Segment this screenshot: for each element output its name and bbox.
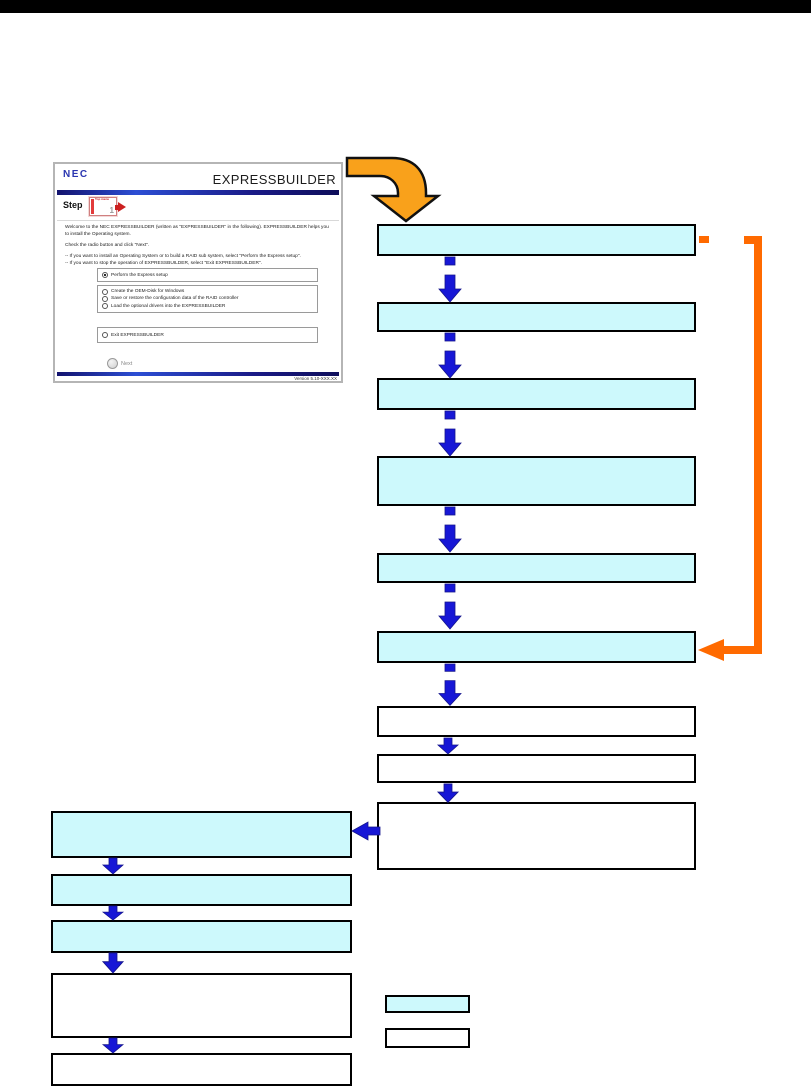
next-button-label: Next bbox=[121, 360, 133, 367]
next-button[interactable]: Next bbox=[107, 358, 132, 369]
flow-step-5-box bbox=[377, 553, 696, 583]
footer-bar bbox=[57, 372, 339, 376]
nec-logo: NEC bbox=[63, 169, 89, 180]
radio-label: Exit EXPRESSBUILDER bbox=[111, 332, 164, 338]
welcome-text-block: Welcome to the NEC EXPRESSBUILDER (writt… bbox=[65, 225, 334, 268]
radio-button[interactable] bbox=[102, 303, 108, 310]
step-right-arrow-icon bbox=[115, 202, 126, 212]
curved-orange-arrow-icon bbox=[345, 156, 442, 223]
legend-white-swatch bbox=[385, 1028, 470, 1048]
radio-button[interactable] bbox=[102, 332, 108, 338]
radio-group-tools: Create the OEM-Disk for Windows Save or … bbox=[97, 285, 318, 313]
down-arrow-icon bbox=[102, 857, 124, 875]
radio-group-express-setup: Perform the Express setup bbox=[97, 268, 318, 282]
step-divider bbox=[57, 220, 339, 221]
welcome-line-2: Check the radio button and click "Next". bbox=[65, 242, 150, 248]
down-arrow-icon bbox=[438, 583, 462, 630]
down-arrow-icon bbox=[438, 410, 462, 457]
header-bar bbox=[57, 190, 339, 195]
window-title: EXPRESSBUILDER bbox=[212, 172, 336, 187]
radio-option-perform-express-setup[interactable]: Perform the Express setup bbox=[102, 272, 313, 278]
radio-button[interactable] bbox=[102, 295, 108, 302]
down-arrow-icon bbox=[437, 783, 459, 803]
flow-step-12-box bbox=[51, 920, 352, 953]
orange-connector-dash bbox=[699, 236, 709, 243]
step-label: Step bbox=[63, 200, 83, 210]
flow-step-4-box bbox=[377, 456, 696, 506]
flow-step-14-box bbox=[51, 1053, 352, 1086]
top-menu-icon: Top menu 1 bbox=[89, 197, 117, 216]
orange-left-arrowhead-icon bbox=[698, 639, 724, 661]
top-menu-icon-text: Top menu bbox=[95, 198, 110, 201]
down-arrow-icon bbox=[437, 737, 459, 755]
down-arrow-icon bbox=[438, 332, 462, 379]
radio-option-save-restore-raid[interactable]: Save or restore the configuration data o… bbox=[102, 295, 313, 302]
icon-red-stripe bbox=[91, 199, 94, 214]
welcome-line-1: Welcome to the NEC EXPRESSBUILDER (writt… bbox=[65, 225, 329, 237]
radio-group-exit: Exit EXPRESSBUILDER bbox=[97, 327, 318, 343]
down-arrow-icon bbox=[438, 663, 462, 706]
down-arrow-icon bbox=[102, 1037, 124, 1054]
radio-label: Create the OEM-Disk for Windows bbox=[111, 289, 185, 295]
flow-step-2-box bbox=[377, 302, 696, 332]
radio-button[interactable] bbox=[102, 288, 108, 295]
radio-option-create-oem-disk[interactable]: Create the OEM-Disk for Windows bbox=[102, 288, 313, 295]
version-text: Version 5.10-XXX.XX bbox=[294, 376, 337, 381]
radio-label: Perform the Express setup bbox=[111, 272, 168, 278]
flow-step-3-box bbox=[377, 378, 696, 410]
down-arrow-icon bbox=[102, 952, 124, 974]
instruction-line-2: -- If you want to stop the operation of … bbox=[65, 260, 262, 266]
expressbuilder-window: NEC EXPRESSBUILDER Step Top menu 1 Welco… bbox=[53, 162, 343, 383]
legend-cyan-swatch bbox=[385, 995, 470, 1013]
instruction-line-1: -- If you want to install an Operating S… bbox=[65, 253, 301, 259]
top-black-bar bbox=[0, 0, 811, 13]
radio-option-load-optional-drivers[interactable]: Load the optional drivers into the EXPRE… bbox=[102, 303, 313, 310]
orange-connector-line bbox=[724, 236, 762, 654]
down-arrow-icon bbox=[438, 506, 462, 553]
radio-label: Load the optional drivers into the EXPRE… bbox=[111, 303, 226, 309]
radio-button[interactable] bbox=[102, 272, 108, 278]
radio-label: Save or restore the configuration data o… bbox=[111, 296, 239, 302]
down-arrow-icon bbox=[438, 256, 462, 303]
radio-option-exit-expressbuilder[interactable]: Exit EXPRESSBUILDER bbox=[102, 332, 313, 338]
flow-step-7-box bbox=[377, 706, 696, 737]
next-icon[interactable] bbox=[107, 358, 118, 369]
flow-step-1-box bbox=[377, 224, 696, 256]
left-arrow-icon bbox=[351, 821, 381, 841]
flow-step-10-box bbox=[51, 811, 352, 858]
flow-step-6-box bbox=[377, 631, 696, 663]
down-arrow-icon bbox=[102, 905, 124, 921]
flow-step-13-box bbox=[51, 973, 352, 1038]
flow-step-9-box bbox=[377, 802, 696, 870]
flow-step-11-box bbox=[51, 874, 352, 906]
icon-page-glyph: 1 bbox=[109, 206, 114, 215]
flow-step-8-box bbox=[377, 754, 696, 783]
